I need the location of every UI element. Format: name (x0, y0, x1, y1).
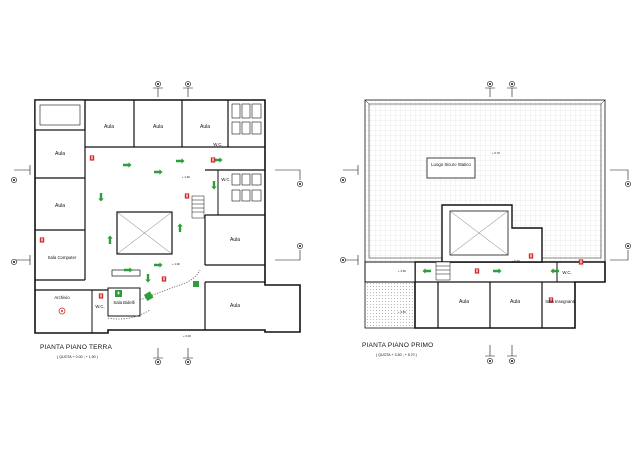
first-floor-plan: Luogo Sicuro Statico Aula Aula Sala Inse… (339, 80, 632, 365)
room-label: Aula (153, 124, 163, 130)
room-label-line: Luogo Sicuro Statico (431, 162, 471, 167)
room-label: Aula (104, 124, 114, 130)
room-label: Archivio (54, 295, 70, 300)
level-mark: + 0.00 (183, 334, 191, 338)
fire-extinguisher-icon (89, 155, 95, 161)
room-label: Sala Computer (48, 255, 77, 260)
room-label: Aula (510, 299, 520, 305)
room-label: Sala Insegnanti (545, 299, 575, 304)
level-mark: + 5.70 (512, 259, 520, 263)
ground-floor-plan: Aula Aula Aula W.C. Aula Aula W.C. Aula … (10, 80, 304, 366)
room-label: Aula (230, 303, 240, 309)
level-mark: + 1.90 (182, 175, 190, 179)
room-label: Aula (200, 124, 210, 130)
level-mark: + 5.70 (492, 151, 500, 155)
section-marker-icon (154, 80, 162, 88)
room-label: Luogo Sicuro Statico (431, 162, 471, 167)
first-floor-quota: ( QUOTA + 3.50 ; + 5.70 ) (376, 353, 417, 357)
first-floor-title: PIANTA PIANO PRIMO (362, 342, 433, 349)
level-mark: + 3.50 (398, 269, 406, 273)
room-label: Aula (55, 151, 65, 157)
room-label: Aula (459, 299, 469, 305)
ground-floor-title: PIANTA PIANO TERRA (40, 344, 112, 351)
room-label: Aula (55, 203, 65, 209)
level-mark: + 1.90 (172, 262, 180, 266)
level-mark: + 3.50 (398, 310, 406, 314)
ground-floor-quota: ( QUOTA + 0.00 ; + 1.90 ) (57, 355, 98, 359)
room-label: Aula (230, 237, 240, 243)
room-label: W.C. (221, 177, 230, 182)
room-label: Sala Bidelli (113, 300, 134, 305)
room-label: W.C. (562, 270, 571, 275)
room-label: W.C. (95, 304, 104, 309)
room-label: W.C. (213, 142, 222, 147)
